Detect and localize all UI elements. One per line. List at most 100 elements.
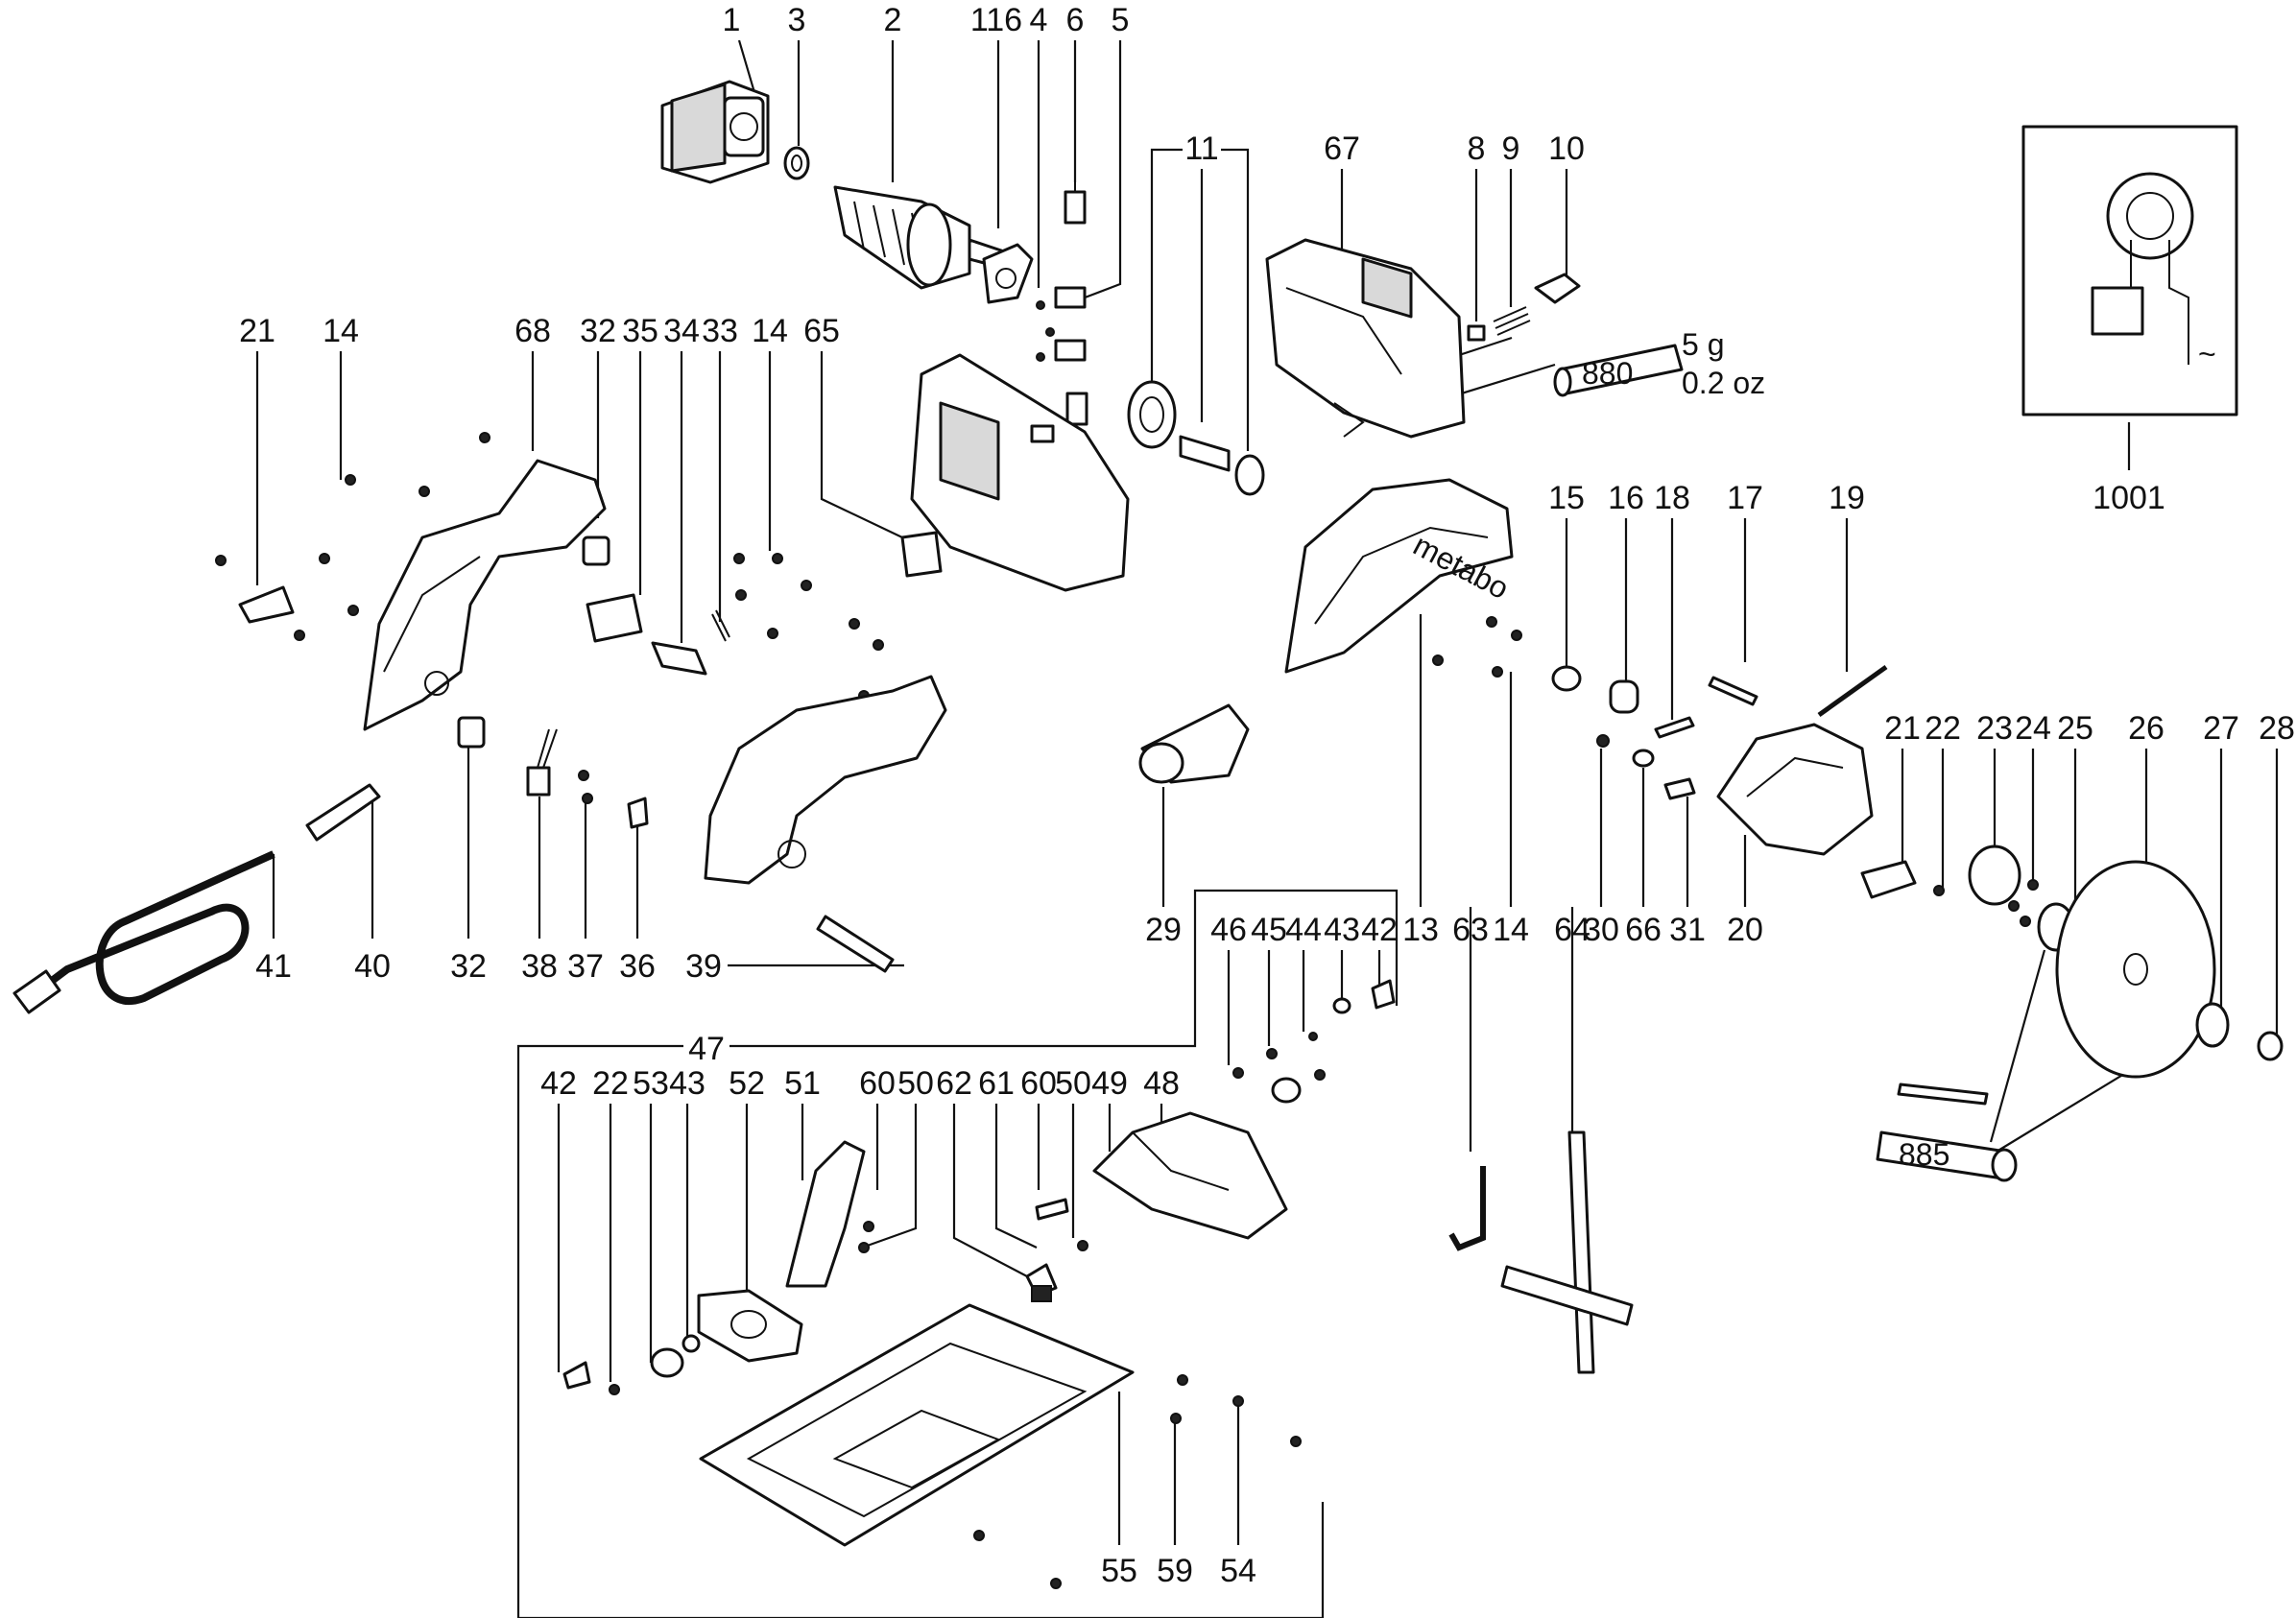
part-60-62-61-50-screws	[858, 1198, 1088, 1302]
part-label-18: 18	[1654, 480, 1690, 516]
part-15-16-17-18-19	[1551, 664, 1888, 739]
part-label-62: 62	[936, 1065, 972, 1102]
handle-screws-left	[215, 432, 490, 641]
part-20-lower-guard	[1716, 723, 1874, 856]
part-label-6: 6	[1066, 2, 1085, 38]
part-2-armature	[833, 185, 1015, 290]
grease-885-label: 885	[1899, 1137, 1949, 1172]
part-26-saw-blade	[2055, 860, 2216, 1079]
part-64-parallel-guide	[1500, 1130, 1634, 1374]
base-screws	[973, 1374, 1302, 1589]
screws-cluster-center	[733, 553, 884, 702]
part-label-116: 116	[970, 2, 1022, 38]
part-label-59: 59	[1157, 1553, 1193, 1589]
part-label-22: 22	[1925, 710, 1961, 747]
part-63-hex-key	[1448, 1166, 1486, 1251]
part-label-61: 61	[978, 1065, 1015, 1102]
part-label-42b: 42	[540, 1065, 577, 1102]
part-label-29: 29	[1145, 912, 1182, 948]
leader-lines	[255, 39, 2279, 1618]
part-label-22b: 22	[592, 1065, 629, 1102]
part-label-9: 9	[1502, 131, 1520, 167]
part-label-10: 10	[1548, 131, 1585, 167]
ac-symbol: ~	[2198, 337, 2216, 371]
part-label-52: 52	[729, 1065, 765, 1102]
part-label-49: 49	[1091, 1065, 1128, 1102]
part-label-34: 34	[663, 313, 700, 349]
part-label-42: 42	[1361, 912, 1398, 948]
part-label-5: 5	[1112, 2, 1130, 38]
part-label-21b: 21	[1884, 710, 1921, 747]
part-4-5-brush-holder	[1036, 286, 1088, 426]
grease-amount-oz: 0.2 oz	[1682, 366, 1765, 400]
part-label-54: 54	[1220, 1553, 1256, 1589]
part-label-40: 40	[354, 948, 391, 985]
part-label-38: 38	[521, 948, 558, 985]
part-label-53: 53	[633, 1065, 669, 1102]
grease-880-label: 880	[1582, 356, 1633, 391]
part-27-28-outer-flange-bolt	[2195, 1002, 2284, 1061]
part-41-power-cord	[12, 850, 275, 1014]
part-label-31: 31	[1669, 912, 1706, 948]
part-label-27: 27	[2203, 710, 2239, 747]
part-label-26: 26	[2128, 710, 2164, 747]
part-label-43b: 43	[669, 1065, 706, 1102]
part-29-dust-port	[1138, 703, 1250, 784]
part-label-25: 25	[2057, 710, 2093, 747]
part-label-55: 55	[1101, 1553, 1137, 1589]
part-label-14c: 14	[1493, 912, 1529, 948]
part-label-28: 28	[2259, 710, 2295, 747]
part-label-4: 4	[1030, 2, 1048, 38]
part-30-66-31	[1596, 734, 1696, 800]
part-label-14: 14	[323, 313, 359, 349]
part-label-11: 11	[1184, 131, 1218, 167]
screws-guard	[1432, 616, 1522, 678]
part-3-bearing	[783, 146, 810, 180]
part-label-60: 60	[859, 1065, 896, 1102]
part-11-gear-shaft	[1127, 380, 1265, 496]
part-label-47: 47	[688, 1031, 725, 1067]
part-label-60b: 60	[1020, 1065, 1057, 1102]
motor-housing	[910, 353, 1130, 592]
part-36-37-38-small	[526, 728, 649, 829]
part-label-23: 23	[1976, 710, 2013, 747]
part-label-2: 2	[884, 2, 902, 38]
part-label-21: 21	[239, 313, 275, 349]
grease-amount-g: 5 g	[1682, 327, 1724, 362]
part-1-stator	[660, 80, 770, 184]
part-label-33: 33	[702, 313, 738, 349]
part-label-24: 24	[2015, 710, 2051, 747]
part-40-cable-sleeve	[305, 783, 381, 842]
part-label-65: 65	[803, 313, 840, 349]
part-52-depth-guide	[697, 1289, 803, 1363]
part-51-depth-bracket	[785, 1140, 866, 1288]
part-13-blade-guard: metabo	[1284, 478, 1515, 674]
part-label-50: 50	[897, 1065, 934, 1102]
part-39-pin	[816, 915, 895, 973]
part-42-46-small-parts	[1232, 979, 1396, 1079]
grease-tube-880: 880 5 g 0.2 oz	[1553, 327, 1765, 400]
part-label-48: 48	[1143, 1065, 1180, 1102]
part-8-9-10-small-parts	[1467, 273, 1581, 342]
part-label-17: 17	[1727, 480, 1763, 516]
part-label-43: 43	[1324, 912, 1360, 948]
part-label-32b: 32	[450, 948, 487, 985]
part-21-22-lever	[1860, 860, 1945, 899]
part-label-44: 44	[1285, 912, 1322, 948]
part-42-22-53-43-base-small	[562, 1334, 701, 1395]
part-label-36: 36	[619, 948, 656, 985]
part-68-handle-shell	[363, 459, 607, 731]
part-label-20: 20	[1727, 912, 1763, 948]
part-label-51: 51	[784, 1065, 821, 1102]
part-label-8: 8	[1468, 131, 1486, 167]
part-116-bearing-plate	[982, 243, 1034, 304]
part-label-37: 37	[567, 948, 604, 985]
part-48-49-bevel-bracket	[1092, 1069, 1326, 1240]
part-21-knob	[238, 585, 295, 624]
part-label-67: 67	[1324, 131, 1360, 167]
part-label-35: 35	[622, 313, 658, 349]
part-label-30: 30	[1583, 912, 1619, 948]
part-label-39: 39	[685, 948, 722, 985]
part-55-base-plate	[699, 1303, 1135, 1547]
